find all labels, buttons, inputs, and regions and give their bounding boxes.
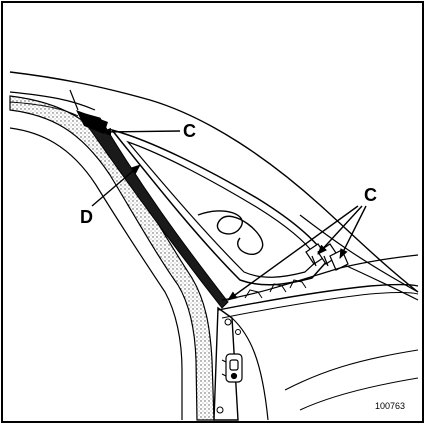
windscreen-lower-edge	[337, 261, 419, 301]
pillar-bolts	[216, 318, 241, 414]
leader-c-right-2	[317, 205, 363, 255]
leader-c-top	[101, 127, 181, 136]
glass-reflection	[197, 210, 264, 255]
leader-c-right-3	[339, 205, 367, 259]
callout-c-top: C	[183, 121, 196, 141]
figure-reference-number: 100763	[375, 401, 406, 411]
wing-crease-lower	[299, 377, 419, 411]
callout-c-right: C	[364, 185, 377, 205]
wing-panel-top-inner	[221, 292, 419, 319]
wing-crease	[284, 349, 419, 391]
a-pillar-face	[231, 317, 269, 421]
a-pillar-lower	[213, 306, 239, 421]
a-pillar-strip	[76, 111, 229, 309]
roof-edge-line	[69, 89, 79, 111]
quarter-glass-inner	[126, 140, 319, 278]
roof-outer-line	[9, 71, 419, 293]
windscreen-edge	[299, 214, 419, 293]
a-pillar-strip-top	[76, 110, 108, 134]
door-hinge	[221, 353, 243, 383]
callout-d: D	[80, 207, 93, 227]
leader-c-right-1	[227, 205, 359, 301]
clip-group-right	[305, 243, 349, 271]
door-seal-inner-edge	[9, 127, 183, 420]
wing-panel-top	[217, 283, 419, 311]
scuttle-line	[221, 254, 419, 301]
roof-inner-line	[9, 91, 96, 111]
scuttle-clips	[244, 279, 307, 299]
leader-d	[91, 164, 141, 207]
quarter-glass-outer	[109, 128, 329, 286]
